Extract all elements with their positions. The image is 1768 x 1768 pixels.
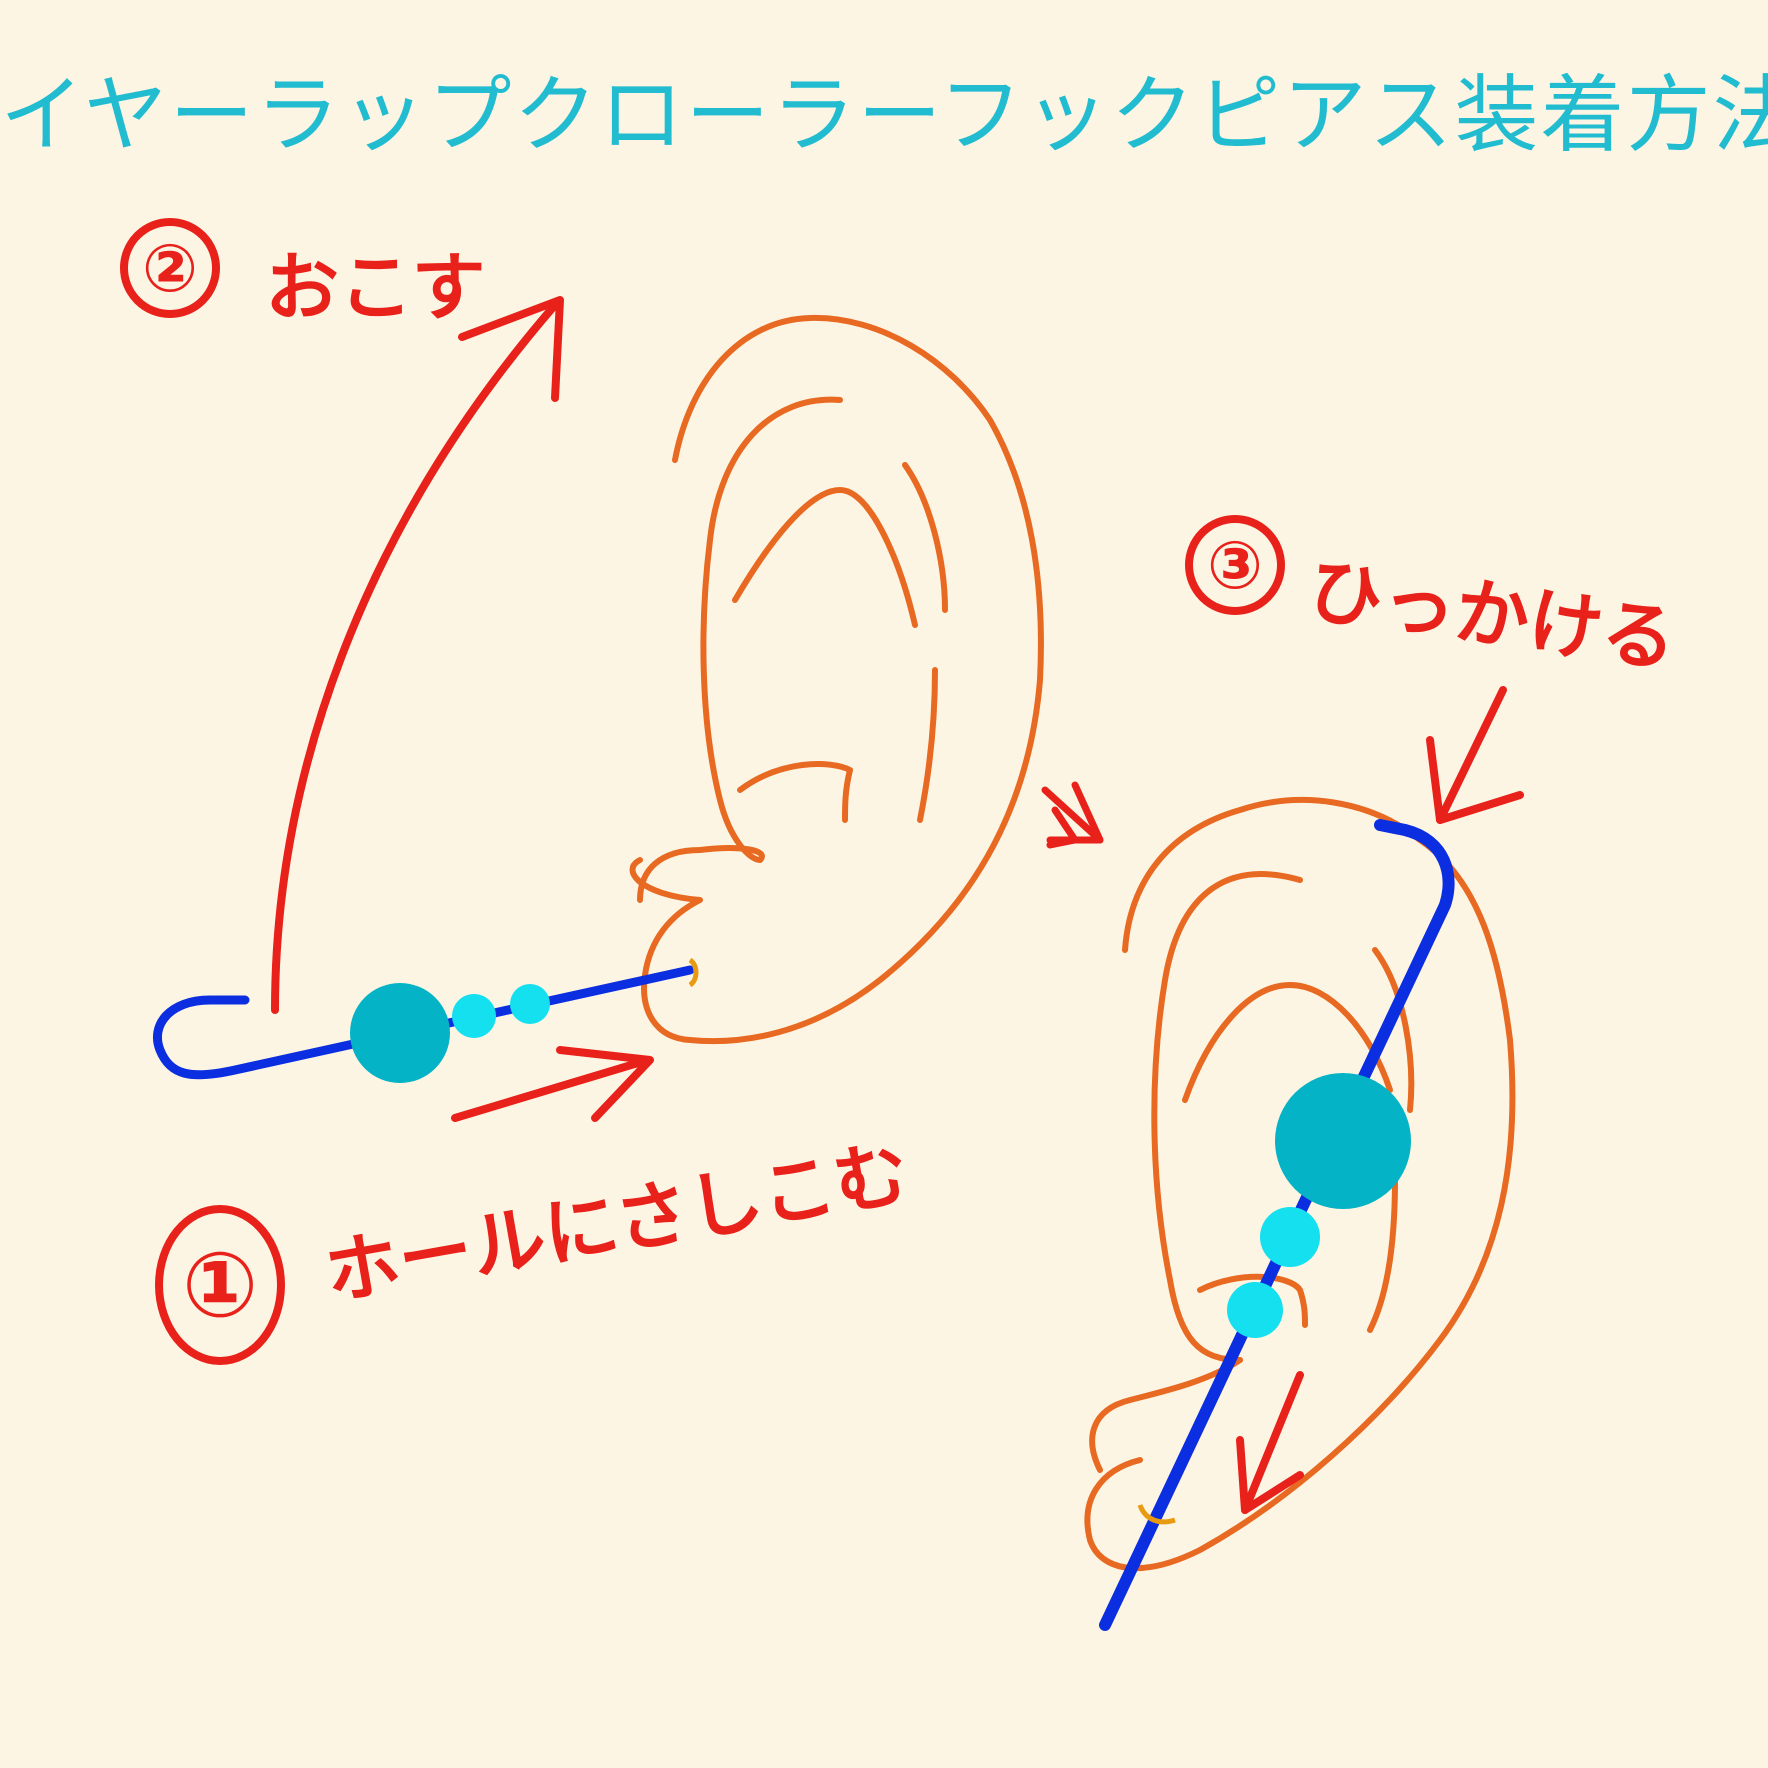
left-bead-small-2 (510, 984, 550, 1024)
left-earring-post (688, 957, 699, 988)
left-earring-hook (153, 965, 695, 1080)
left-ear-antihelix (732, 487, 918, 628)
arrow-down (1241, 1371, 1304, 1514)
right-ear-outer (1084, 797, 1516, 1572)
right-ear-inner (1151, 871, 1303, 1363)
arrow-hook (1436, 686, 1507, 824)
step-2-number: ② (120, 218, 220, 318)
ear-icon-right (1084, 797, 1516, 1572)
right-earring-post (1137, 1504, 1176, 1525)
earring-icon-left (153, 957, 699, 1083)
right-ear-tragus (1197, 1273, 1308, 1328)
ear-icon-left (629, 314, 1044, 1045)
arrow-raise-head (458, 296, 564, 402)
left-ear-inner (700, 396, 843, 863)
step-2-label: おこす (265, 245, 486, 331)
arrow-insert-head (556, 1046, 654, 1122)
arrow-icon-left (271, 296, 654, 1122)
left-ear-tragus (737, 761, 853, 823)
arrow-insert (451, 1056, 652, 1122)
right-ear-fold (1372, 947, 1415, 1113)
arrow-icon-next (1041, 781, 1104, 849)
right-ear-concha (1367, 1177, 1398, 1333)
left-ear-lobe (637, 845, 765, 903)
left-ear-concha (917, 667, 938, 823)
page-title: イヤーラップクローラーフックピアス装着方法 (0, 66, 1768, 164)
left-ear-outer (629, 314, 1044, 1045)
earring-icon-right (1099, 819, 1455, 1631)
step-1-number: ① (155, 1205, 285, 1365)
arrow-icon-right (1236, 686, 1524, 1514)
left-bead-small-1 (452, 994, 496, 1038)
right-bead-small-1 (1260, 1207, 1320, 1267)
left-ear-fold (902, 462, 948, 613)
arrow-raise (271, 301, 559, 1014)
step-3-number: ③ (1185, 515, 1285, 615)
right-bead-large (1275, 1073, 1411, 1209)
arrow-down-head (1236, 1436, 1304, 1514)
right-ear-lobe (1089, 1357, 1243, 1473)
left-bead-large (350, 983, 450, 1083)
right-ear-antihelix (1182, 982, 1393, 1103)
right-earring-hook (1099, 819, 1455, 1631)
arrow-hook-head (1426, 736, 1524, 824)
right-bead-small-2 (1227, 1282, 1283, 1338)
